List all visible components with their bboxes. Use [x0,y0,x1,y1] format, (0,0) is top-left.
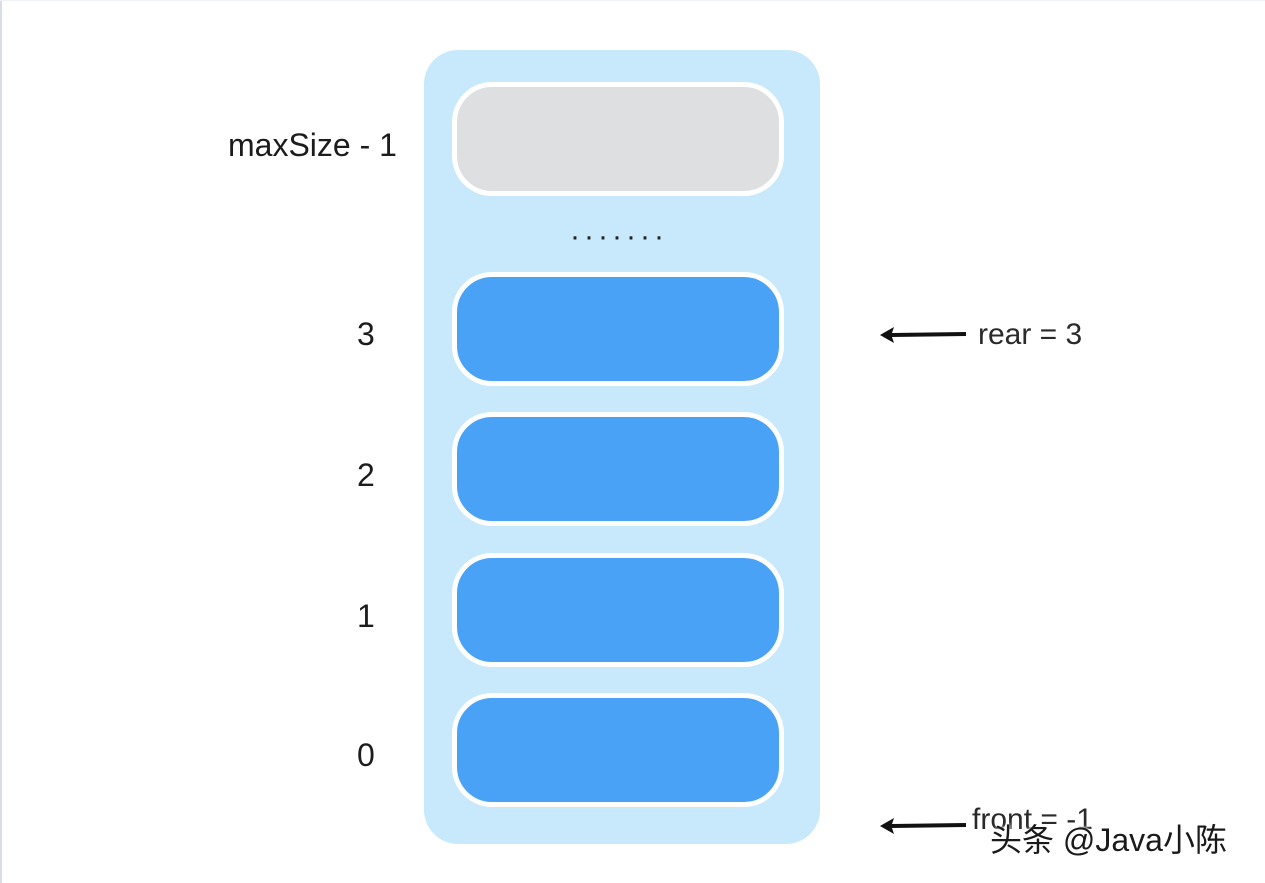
slot-ellipsis: ······· [570,220,668,253]
front-arrow-icon [880,818,966,834]
frame-edge-top [0,0,1265,1]
watermark: 头条 @Java小陈 [990,822,1227,858]
rear-arrow-icon [880,327,966,343]
queue-slot-2 [452,412,784,526]
queue-slot-3 [452,272,784,386]
index-label-3: 3 [357,316,375,352]
index-label-1: 1 [357,598,375,634]
index-label-max: maxSize - 1 [228,127,397,163]
index-label-0: 0 [357,737,375,773]
queue-slot-1 [452,553,784,667]
index-label-2: 2 [357,457,375,493]
queue-slot-max [452,82,784,196]
queue-slot-0 [452,693,784,807]
frame-edge [0,0,2,883]
rear-pointer-label: rear = 3 [978,318,1083,351]
front-pointer-label: front = -1 [972,803,1093,836]
